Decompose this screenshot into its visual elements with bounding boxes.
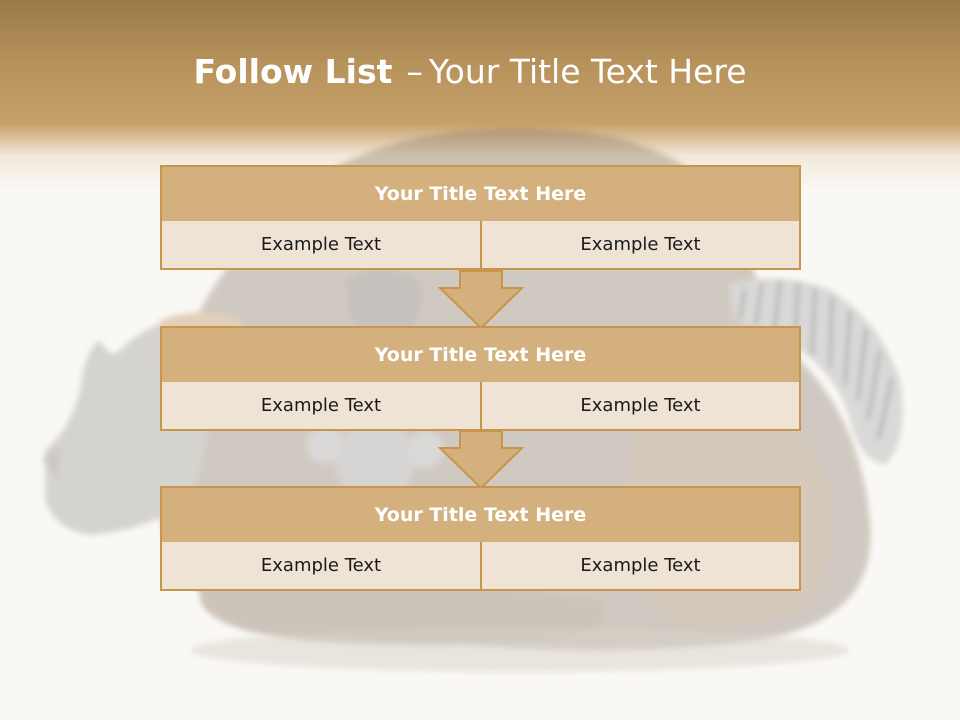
block-title: Your Title Text Here (160, 326, 801, 384)
list-block-1: Your Title Text Here Example Text Exampl… (160, 165, 801, 272)
down-arrow-icon (438, 270, 524, 330)
slide-title-dash: – (406, 52, 423, 91)
down-arrow-icon (438, 430, 524, 490)
block-cell-left: Example Text (160, 382, 480, 431)
block-title: Your Title Text Here (160, 486, 801, 544)
block-cell-right: Example Text (480, 542, 801, 591)
list-block-3: Your Title Text Here Example Text Exampl… (160, 486, 801, 593)
slide-title-rest: Your Title Text Here (428, 52, 747, 91)
list-block-2: Your Title Text Here Example Text Exampl… (160, 326, 801, 433)
block-cell-right: Example Text (480, 382, 801, 431)
block-title: Your Title Text Here (160, 165, 801, 223)
block-cell-right: Example Text (480, 221, 801, 270)
slide-title-bold: Follow List (193, 52, 393, 91)
block-cell-left: Example Text (160, 221, 480, 270)
slide-title: Follow List–Your Title Text Here (0, 52, 940, 91)
block-cell-left: Example Text (160, 542, 480, 591)
